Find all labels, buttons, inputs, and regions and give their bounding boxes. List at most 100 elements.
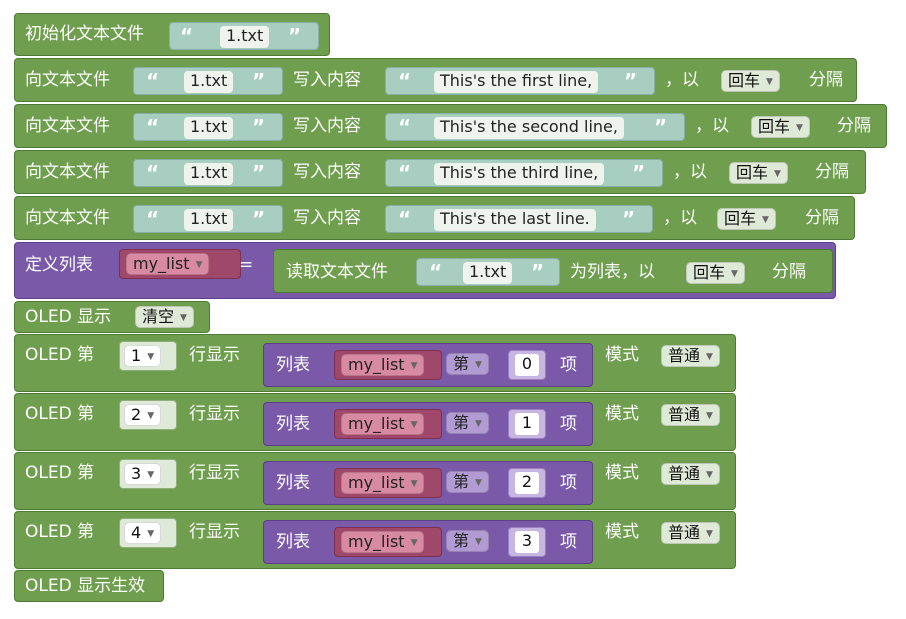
- separator-dropdown[interactable]: 回车▼: [721, 70, 780, 92]
- display-mode-dropdown[interactable]: 普通▼: [661, 345, 720, 367]
- write-file-label: 向文本文件: [25, 116, 110, 136]
- list-variable-block[interactable]: my_list▼: [334, 350, 442, 380]
- content-value[interactable]: This's the second line,: [434, 117, 624, 139]
- oled-apply-label: OLED 显示生效: [25, 576, 146, 596]
- content-string-block[interactable]: “ This's the second line, ”: [385, 113, 685, 141]
- line-number-block[interactable]: 2▼: [119, 400, 177, 430]
- list-variable-block[interactable]: my_list▼: [334, 527, 442, 557]
- dropdown-arrow-icon: ▼: [706, 470, 713, 480]
- index-type-dropdown[interactable]: 第▼: [446, 471, 489, 493]
- close-quote-icon: ”: [252, 161, 266, 185]
- write-file-block-4[interactable]: 向文本文件 “ 1.txt ” 写入内容 “ This's the last l…: [14, 196, 855, 240]
- read-file-block[interactable]: 读取文本文件 “ 1.txt ” 为列表，以 回车▼ 分隔: [273, 249, 833, 293]
- oled-line-block-1[interactable]: OLED 第 1▼ 行显示 列表 my_list▼ 第▼ 0 项 模式 普通▼: [14, 334, 736, 392]
- close-quote-icon: ”: [252, 115, 266, 139]
- filename-string-block[interactable]: “ 1.txt ”: [133, 205, 283, 233]
- content-value[interactable]: This's the last line.: [434, 209, 596, 231]
- variable-dropdown[interactable]: my_list▼: [126, 253, 210, 275]
- oled-line-block-4[interactable]: OLED 第 4▼ 行显示 列表 my_list▼ 第▼ 3 项 模式 普通▼: [14, 511, 736, 569]
- write-file-block-2[interactable]: 向文本文件 “ 1.txt ” 写入内容 “ This's the second…: [14, 104, 887, 148]
- list-item-block[interactable]: 列表 my_list▼ 第▼ 2 项: [263, 461, 593, 505]
- separator-value: 回车: [736, 163, 769, 182]
- line-number-dropdown[interactable]: 1▼: [124, 345, 162, 367]
- oled-line-label: OLED 第: [25, 404, 95, 424]
- line-number-block[interactable]: 1▼: [119, 341, 177, 371]
- filename-value[interactable]: 1.txt: [184, 117, 234, 139]
- line-number-block[interactable]: 4▼: [119, 518, 177, 548]
- content-value[interactable]: This's the first line,: [434, 71, 599, 93]
- list-variable-block[interactable]: my_list ▼: [334, 468, 442, 498]
- display-mode-value: 清空: [142, 307, 175, 326]
- index-value[interactable]: 3: [515, 531, 539, 553]
- oled-apply-block[interactable]: OLED 显示生效: [14, 570, 164, 602]
- filename-value[interactable]: 1.txt: [184, 209, 234, 231]
- index-type-dropdown[interactable]: 第▼: [446, 353, 489, 375]
- line-number-dropdown[interactable]: 4▼: [124, 522, 162, 544]
- list-item-block[interactable]: 列表 my_list▼ 第▼ 3 项: [263, 520, 593, 564]
- index-type-value: 第: [453, 413, 470, 432]
- variable-dropdown[interactable]: my_list▼: [341, 531, 425, 553]
- variable-dropdown[interactable]: my_list▼: [341, 354, 425, 376]
- line-number-dropdown[interactable]: 3▼: [124, 463, 162, 485]
- filename-string-block[interactable]: “ 1.txt ”: [133, 113, 283, 141]
- filename-value[interactable]: 1.txt: [184, 71, 234, 93]
- index-type-dropdown[interactable]: 第▼: [446, 530, 489, 552]
- separate-label: 分隔: [815, 162, 849, 182]
- content-string-block[interactable]: “ This's the third line, ”: [385, 159, 663, 187]
- separator-dropdown[interactable]: 回车▼: [729, 162, 788, 184]
- init-text-file-block[interactable]: 初始化文本文件 “ 1.txt ”: [14, 13, 330, 56]
- write-file-block-1[interactable]: 向文本文件 “ 1.txt ” 写入内容 “ This's the first …: [14, 58, 857, 102]
- index-type-dropdown[interactable]: 第▼: [446, 412, 489, 434]
- filename-value[interactable]: 1.txt: [220, 26, 270, 48]
- filename-string-block[interactable]: “ 1.txt ”: [416, 258, 560, 286]
- mode-label: 模式: [605, 463, 639, 483]
- separate-label: 分隔: [837, 116, 871, 136]
- open-quote-icon: “: [146, 115, 160, 139]
- item-label: 项: [560, 532, 577, 552]
- oled-line-block-2[interactable]: OLED 第 2▼ 行显示 列表 my_list▼ 第▼ 1 项 模式 普通▼: [14, 393, 736, 451]
- content-string-block[interactable]: “ This's the first line, ”: [385, 67, 655, 95]
- index-value[interactable]: 1: [515, 413, 539, 435]
- dropdown-arrow-icon: ▼: [410, 479, 418, 489]
- filename-string-block[interactable]: “ 1.txt ”: [133, 159, 283, 187]
- index-value[interactable]: 0: [515, 354, 539, 376]
- index-number-block[interactable]: 2: [508, 468, 546, 498]
- separator-dropdown[interactable]: 回车▼: [686, 262, 745, 284]
- define-list-block[interactable]: 定义列表 my_list▼ = 读取文本文件 “ 1.txt ” 为列表，以 回…: [14, 242, 836, 299]
- display-mode-dropdown[interactable]: 普通▼: [661, 463, 720, 485]
- read-file-label: 读取文本文件: [286, 262, 388, 282]
- list-item-block[interactable]: 列表 my_list▼ 第▼ 0 项: [263, 343, 593, 387]
- filename-value[interactable]: 1.txt: [463, 262, 513, 284]
- display-mode-value: 普通: [668, 346, 701, 365]
- write-file-block-3[interactable]: 向文本文件 “ 1.txt ” 写入内容 “ This's the third …: [14, 150, 866, 194]
- index-number-block[interactable]: 3: [508, 527, 546, 557]
- oled-line-block-3[interactable]: OLED 第 3▼ 行显示 列表 my_list▼ 第▼ 2 项 模式 普通▼: [14, 452, 736, 510]
- display-mode-dropdown[interactable]: 清空▼: [135, 306, 194, 328]
- variable-name: my_list: [348, 414, 405, 433]
- oled-clear-block[interactable]: OLED 显示 清空▼: [14, 301, 210, 333]
- list-item-block[interactable]: 列表 my_list▼ 第▼ 1 项: [263, 402, 593, 446]
- filename-string-block[interactable]: “ 1.txt ”: [169, 22, 319, 50]
- display-mode-dropdown[interactable]: 普通▼: [661, 404, 720, 426]
- content-string-block[interactable]: “ This's the last line. ”: [385, 205, 653, 233]
- variable-name: my_list: [348, 473, 405, 492]
- oled-line-label: OLED 第: [25, 345, 95, 365]
- variable-dropdown[interactable]: my_list ▼: [341, 472, 425, 494]
- content-value[interactable]: This's the third line,: [434, 163, 605, 185]
- oled-display-label: OLED 显示: [25, 307, 112, 327]
- index-value[interactable]: 2: [515, 472, 539, 494]
- variable-dropdown[interactable]: my_list▼: [341, 413, 425, 435]
- index-number-block[interactable]: 0: [508, 350, 546, 380]
- line-number-block[interactable]: 3▼: [119, 459, 177, 489]
- filename-value[interactable]: 1.txt: [184, 163, 234, 185]
- separator-by-label: ，以: [695, 116, 729, 136]
- oled-line-label: OLED 第: [25, 522, 95, 542]
- list-variable-block[interactable]: my_list▼: [334, 409, 442, 439]
- list-variable-block[interactable]: my_list▼: [119, 249, 241, 279]
- separator-dropdown[interactable]: 回车▼: [751, 116, 810, 138]
- separator-dropdown[interactable]: 回车▼: [717, 208, 776, 230]
- line-number-dropdown[interactable]: 2▼: [124, 404, 162, 426]
- display-mode-dropdown[interactable]: 普通▼: [661, 522, 720, 544]
- index-number-block[interactable]: 1: [508, 409, 546, 439]
- filename-string-block[interactable]: “ 1.txt ”: [133, 67, 283, 95]
